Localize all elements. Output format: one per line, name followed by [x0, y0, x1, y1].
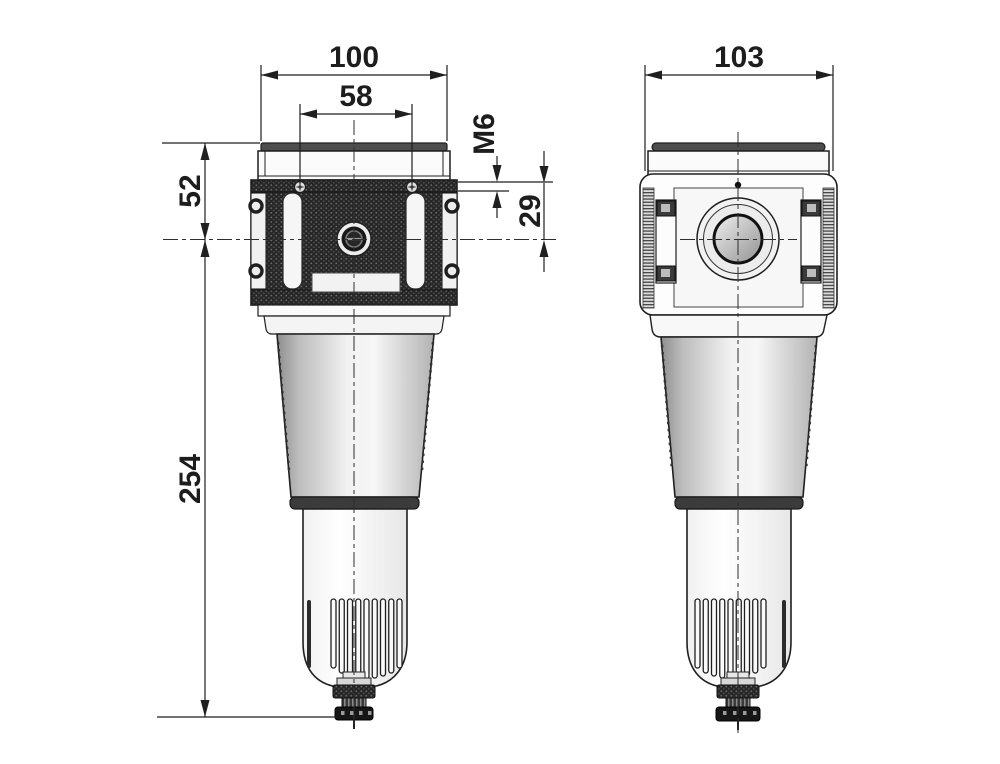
dim-label-52: 52	[174, 174, 207, 207]
dim-label-103: 103	[714, 41, 764, 74]
side-bowl-guard-cone	[660, 336, 818, 510]
side-right-rail	[822, 187, 835, 309]
front-left-ear	[248, 192, 267, 290]
dimensions: 100 58 52 254	[157, 41, 834, 718]
front-mounting-screw-right	[405, 180, 419, 194]
side-left-rail	[642, 187, 655, 309]
front-head-body	[248, 179, 460, 306]
dim-label-100: 100	[329, 41, 379, 74]
side-sight-ribs	[694, 598, 767, 680]
dim-front-thread: M6	[458, 113, 553, 218]
front-left-bracket	[282, 192, 303, 290]
dim-side-overall-width: 103	[644, 41, 834, 171]
dim-front-face-to-center: 29	[514, 151, 549, 272]
dim-label-58: 58	[339, 80, 372, 113]
front-view	[248, 142, 460, 729]
front-right-bracket	[405, 192, 426, 290]
side-pilot-hole	[734, 181, 742, 189]
dim-front-top-to-center: 52	[162, 142, 260, 240]
front-bowl-guard-cone	[276, 333, 435, 510]
dim-front-hole-spacing: 58	[299, 80, 413, 184]
centerlines	[163, 120, 797, 733]
dim-front-overall-width: 100	[260, 41, 448, 141]
front-sight-ribs	[330, 598, 403, 680]
side-right-bracket	[800, 199, 822, 284]
front-label-plate	[311, 272, 401, 293]
dim-front-center-to-bottom: 254	[157, 240, 336, 718]
dim-label-254: 254	[174, 454, 207, 504]
front-bowl	[302, 508, 408, 688]
dim-label-m6: M6	[468, 113, 501, 155]
side-left-bracket	[655, 199, 677, 284]
side-bowl	[686, 508, 792, 688]
front-right-ear	[441, 192, 460, 290]
dim-label-29: 29	[514, 194, 547, 227]
